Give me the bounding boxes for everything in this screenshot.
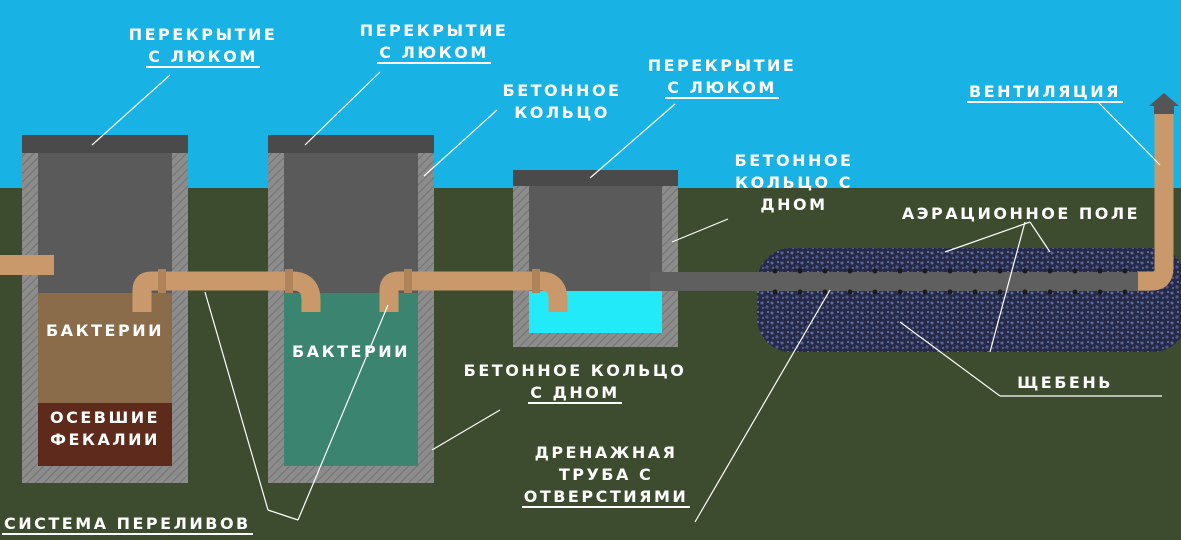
- chamber-1-bacteria: [38, 293, 172, 403]
- label-concrete-ring-bottom-mid: БЕТОННОЕ КОЛЬЦО С ДНОМ: [463, 361, 687, 404]
- chamber-3-slab: [513, 170, 678, 186]
- overflow-pipe-1: [132, 271, 321, 312]
- label-bacteria-1: БАКТЕРИИ: [45, 321, 164, 340]
- chamber-1-slab: [22, 135, 188, 153]
- inlet-pipe: [0, 255, 54, 275]
- chamber-1-wall-left: [22, 153, 38, 483]
- chamber-1-sludge: [38, 403, 172, 466]
- chamber-1: [22, 135, 188, 483]
- drainage-pipe: [650, 272, 1150, 291]
- chamber-2-wall-right: [418, 153, 434, 483]
- pipe-joints: [158, 269, 540, 293]
- chamber-2-bacteria: [284, 293, 418, 466]
- label-concrete-ring: БЕТОННОЕ КОЛЬЦО: [502, 81, 622, 122]
- label-gravel: ЩЕБЕНЬ: [1017, 373, 1113, 392]
- chamber-3-wall-left: [513, 186, 529, 347]
- sky: [0, 0, 1181, 188]
- chamber-2-wall-left: [268, 153, 284, 483]
- chamber-1-interior: [38, 153, 172, 293]
- label-concrete-ring-bottom-right: БЕТОННОЕ КОЛЬЦО С ДНОМ: [734, 151, 854, 214]
- label-bacteria-2: БАКТЕРИИ: [291, 342, 410, 361]
- chamber-2-interior: [284, 153, 418, 293]
- overflow-pipes: [132, 271, 568, 312]
- chamber-2: [268, 135, 434, 483]
- aeration-field-bed: [757, 248, 1181, 352]
- chamber-1-wall-bottom: [22, 466, 188, 483]
- chamber-3: [513, 170, 678, 347]
- ventilation-cap-neck: [1154, 106, 1174, 114]
- ventilation-cap: [1149, 93, 1179, 106]
- chamber-2-slab: [268, 135, 434, 153]
- label-cover-hatch-3: ПЕРЕКРЫТИЕ С ЛЮКОМ: [647, 56, 797, 99]
- label-aeration-field: АЭРАЦИОННОЕ ПОЛЕ: [901, 204, 1141, 223]
- ventilation-pipe: [1138, 112, 1174, 291]
- chamber-2-wall-bottom: [268, 466, 434, 483]
- label-drainage-pipe: ДРЕНАЖНАЯ ТРУБА С ОТВЕРСТИЯМИ: [521, 443, 691, 508]
- chamber-1-wall-right: [172, 153, 188, 483]
- chamber-3-wall-right: [662, 186, 678, 347]
- drainage-holes: [772, 268, 1128, 295]
- leader-lines: [91, 71, 1162, 523]
- chamber-3-wall-bottom: [513, 333, 678, 347]
- label-overflow-system: СИСТЕМА ПЕРЕЛИВОВ: [2, 514, 253, 535]
- label-cover-hatch-2: ПЕРЕКРЫТИЕ С ЛЮКОМ: [359, 21, 509, 64]
- overflow-pipe-2: [379, 271, 568, 312]
- label-ventilation: ВЕНТИЛЯЦИЯ: [967, 82, 1123, 103]
- label-cover-hatch-1: ПЕРЕКРЫТИЕ С ЛЮКОМ: [128, 25, 278, 68]
- label-settled-feces: ОСЕВШИЕ ФЕКАЛИИ: [49, 408, 161, 449]
